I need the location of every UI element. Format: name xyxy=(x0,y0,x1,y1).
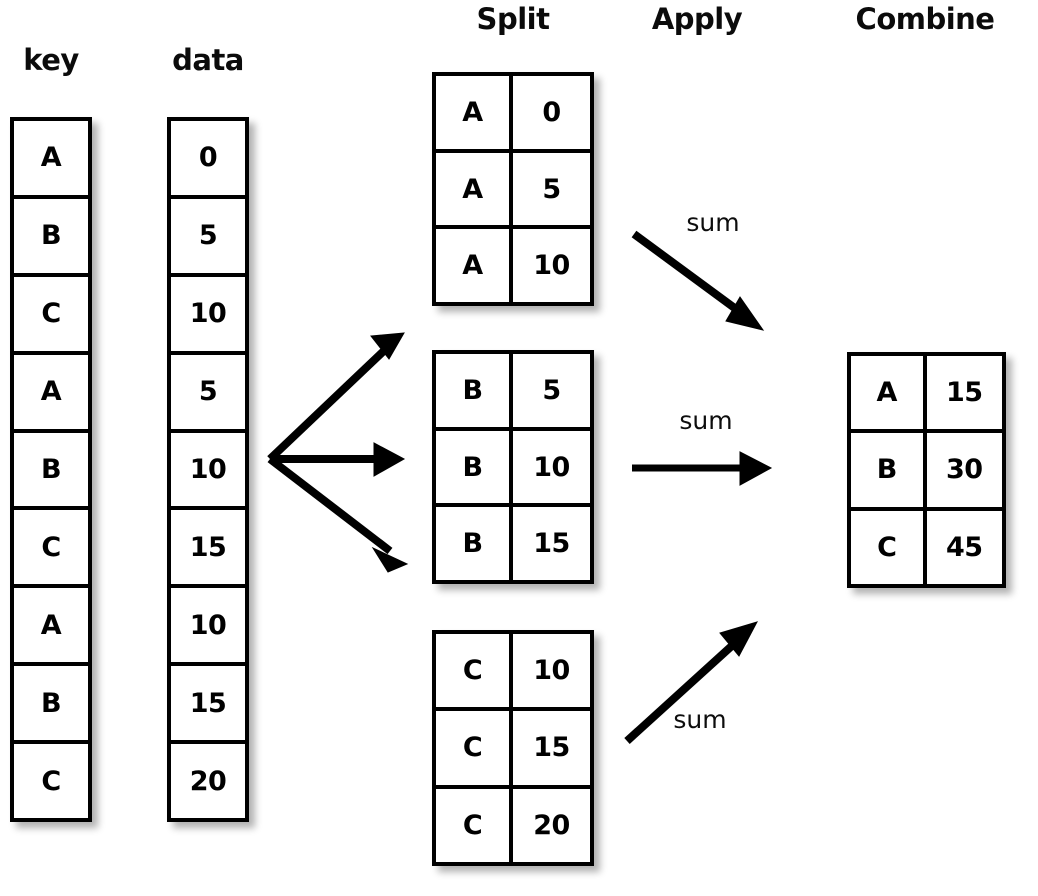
table-row: B 10 xyxy=(436,430,590,508)
data-cell: 10 xyxy=(189,454,227,485)
key-cell: C xyxy=(41,765,61,797)
group-key-cell: B xyxy=(436,507,513,581)
data-cell: 5 xyxy=(198,376,218,408)
group-key-cell: A xyxy=(436,229,513,303)
key-cell: B xyxy=(40,687,62,719)
result-key-cell: A xyxy=(851,356,927,430)
apply-sum-arrow-a xyxy=(631,230,765,331)
table-row: A xyxy=(14,355,88,433)
data-cell: 5 xyxy=(198,220,218,252)
combine-result-table: A 15 B 30 C 45 xyxy=(847,352,1006,588)
data-cell: 15 xyxy=(189,687,227,719)
table-row: C xyxy=(14,744,88,818)
data-column-heading: data xyxy=(172,43,244,77)
result-key-cell: C xyxy=(851,510,927,584)
data-cell: 10 xyxy=(189,298,227,330)
split-stage-heading: Split xyxy=(476,2,550,36)
group-value-cell: 15 xyxy=(533,732,570,764)
table-row: C 20 xyxy=(436,788,590,862)
table-row: 0 xyxy=(171,121,245,199)
table-row: B 30 xyxy=(851,433,1002,511)
data-cell: 15 xyxy=(189,531,227,563)
table-row: 15 xyxy=(171,510,245,589)
group-key-cell: C xyxy=(436,788,513,862)
result-value-cell: 15 xyxy=(945,377,983,409)
table-row: 20 xyxy=(171,744,245,818)
key-cell: A xyxy=(40,376,62,408)
table-row: A 0 xyxy=(436,76,590,153)
result-value-cell: 45 xyxy=(945,531,983,563)
split-group-c-table: C 10 C 15 C 20 xyxy=(432,630,594,866)
key-column-table: A B C A B C A B C xyxy=(10,117,92,822)
group-value-cell: 5 xyxy=(542,173,561,205)
group-key-cell: B xyxy=(436,354,513,427)
data-column-table: 0 5 10 5 10 15 10 15 20 xyxy=(167,117,249,822)
table-row: A xyxy=(14,121,88,199)
group-key-cell: B xyxy=(436,430,513,504)
key-cell: C xyxy=(41,531,61,563)
table-row: 10 xyxy=(171,588,245,667)
table-row: B xyxy=(14,199,88,277)
apply-stage-heading: Apply xyxy=(651,2,743,36)
result-key-cell: B xyxy=(851,433,927,507)
table-row: A 15 xyxy=(851,356,1002,434)
table-row: C xyxy=(14,277,88,355)
data-cell: 10 xyxy=(189,609,227,641)
combine-stage-heading: Combine xyxy=(855,2,995,36)
table-row: A xyxy=(14,588,88,667)
key-column-heading: key xyxy=(23,43,79,77)
group-value-cell: 10 xyxy=(533,250,570,282)
data-cell: 0 xyxy=(198,142,218,174)
table-row: B xyxy=(14,666,88,745)
key-cell: B xyxy=(40,220,62,252)
group-value-cell: 10 xyxy=(533,655,570,687)
table-row: 10 xyxy=(171,433,245,511)
group-value-cell: 10 xyxy=(533,451,570,483)
key-cell: A xyxy=(40,142,62,174)
group-key-cell: C xyxy=(436,711,513,785)
table-row: A 10 xyxy=(436,229,590,303)
key-cell: C xyxy=(41,298,61,330)
data-cell: 20 xyxy=(189,765,227,797)
key-cell: B xyxy=(40,454,62,485)
table-row: B 5 xyxy=(436,354,590,431)
group-value-cell: 5 xyxy=(542,374,561,406)
split-group-a-table: A 0 A 5 A 10 xyxy=(432,72,594,306)
table-row: C 10 xyxy=(436,634,590,712)
group-key-cell: A xyxy=(436,76,513,149)
sum-label-group-b: sum xyxy=(679,406,733,435)
table-row: 10 xyxy=(171,277,245,355)
split-group-b-table: B 5 B 10 B 15 xyxy=(432,350,594,584)
group-value-cell: 20 xyxy=(533,809,570,841)
table-row: B 15 xyxy=(436,507,590,581)
group-key-cell: A xyxy=(436,152,513,226)
table-row: 5 xyxy=(171,355,245,433)
table-row: 15 xyxy=(171,666,245,745)
table-row: 5 xyxy=(171,199,245,277)
table-row: C xyxy=(14,510,88,589)
group-value-cell: 0 xyxy=(542,96,561,128)
group-key-cell: C xyxy=(436,634,513,708)
table-row: A 5 xyxy=(436,152,590,230)
result-value-cell: 30 xyxy=(945,454,983,486)
key-cell: A xyxy=(40,609,62,641)
sum-label-group-c: sum xyxy=(673,705,727,734)
sum-label-group-a: sum xyxy=(686,208,740,237)
table-row: C 45 xyxy=(851,510,1002,584)
table-row: C 15 xyxy=(436,711,590,789)
group-value-cell: 15 xyxy=(533,528,570,560)
split-fanout-arrows xyxy=(267,332,409,573)
apply-sum-arrow-b xyxy=(632,451,773,486)
table-row: B xyxy=(14,433,88,511)
